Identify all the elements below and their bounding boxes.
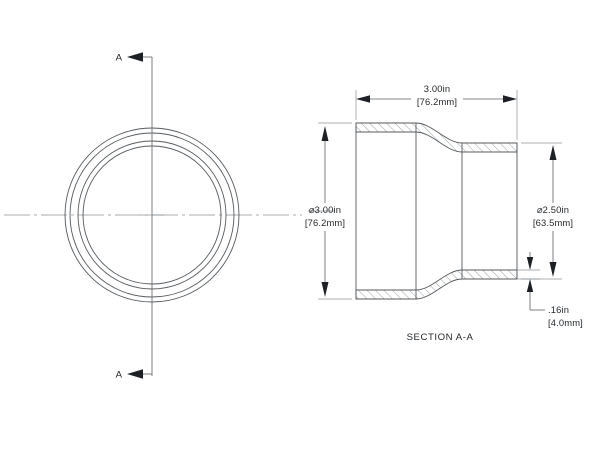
section-arrow-bottom-icon — [127, 369, 143, 379]
section-cutting-line-group: A A — [116, 52, 153, 381]
section-arrow-top-icon — [127, 52, 143, 62]
dim-thk-value-mm: [4.0mm] — [548, 317, 583, 328]
dim-thk-arrow-upper-icon — [526, 257, 534, 270]
dim-overall-length: 3.00in [76.2mm] — [355, 83, 518, 140]
dim-od-arrow-top-icon — [321, 126, 329, 141]
dim-length-value-mm: [76.2mm] — [417, 96, 457, 107]
dim-od-value-mm: [76.2mm] — [305, 217, 345, 228]
dim-thk-arrow-lower-icon — [526, 279, 534, 292]
section-bottom-wall — [355, 269, 518, 300]
dim-length-value-inch: 3.00in — [424, 83, 450, 94]
section-mark-bottom-label: A — [116, 370, 123, 381]
front-view — [4, 127, 302, 303]
dim-wall-thickness: .16in [4.0mm] — [517, 252, 583, 328]
dim-od-arrow-bottom-icon — [321, 282, 329, 297]
section-view-label: SECTION A-A — [407, 332, 474, 343]
dim-large-diameter: ⌀3.00in [76.2mm] — [305, 122, 352, 300]
dim-thk-value-inch: .16in — [548, 304, 569, 315]
section-top-wall — [355, 122, 518, 153]
dim-id-value-inch: ⌀2.50in — [537, 204, 569, 215]
section-mark-top-label: A — [116, 53, 123, 64]
dim-od-value-inch: ⌀3.00in — [309, 204, 341, 215]
dim-id-arrow-bottom-icon — [549, 262, 557, 277]
dim-length-arrow-left-icon — [356, 95, 370, 103]
dim-id-arrow-top-icon — [549, 145, 557, 160]
dim-length-arrow-right-icon — [503, 95, 517, 103]
dim-id-value-mm: [63.5mm] — [533, 217, 573, 228]
